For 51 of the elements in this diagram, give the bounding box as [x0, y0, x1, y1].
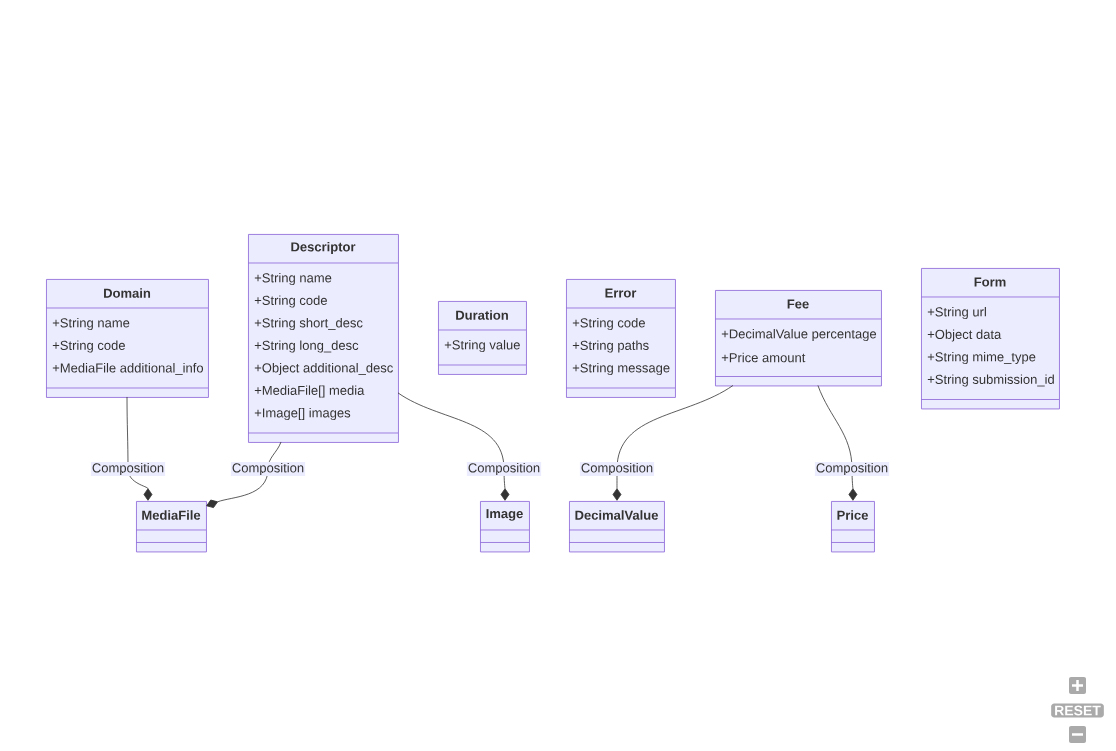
class-name: MediaFile — [142, 510, 201, 520]
edge-label: Composition — [466, 461, 542, 477]
attribute-text: +String code — [52, 340, 125, 353]
attribute-text: +Object data — [927, 329, 1002, 342]
composition-arrow — [817, 385, 858, 501]
class-name: Price — [837, 510, 868, 520]
class-name: Error — [605, 288, 637, 298]
class-name: Form — [974, 277, 1006, 287]
attribute-text: +String name — [254, 272, 332, 286]
class-box — [920, 268, 1060, 410]
attribute-text: +Image[] images — [254, 407, 351, 421]
class-box — [714, 290, 882, 387]
attribute-text: +MediaFile additional_info — [52, 363, 203, 375]
class-box — [565, 279, 676, 398]
attribute-text: +String mime_type — [927, 351, 1036, 365]
attribute-text: +String code — [572, 317, 645, 331]
class-name: Descriptor — [291, 241, 356, 255]
composition-arrow — [612, 385, 734, 501]
class-name: Duration — [456, 310, 508, 320]
attribute-text: +String paths — [572, 340, 649, 353]
edge-label: Composition — [579, 461, 655, 477]
attribute-text: +MediaFile[] media — [254, 385, 365, 398]
edge-label: Composition — [814, 461, 890, 477]
class-box — [830, 501, 875, 553]
class-name: Fee — [787, 299, 809, 309]
attribute-text: +String submission_id — [927, 374, 1054, 387]
composition-arrow — [397, 392, 510, 501]
attribute-text: +String value — [444, 339, 520, 353]
edge-label: Composition — [230, 461, 306, 477]
composition-arrow — [206, 441, 282, 508]
class-box — [437, 301, 527, 375]
attribute-text: +DecimalValue percentage — [721, 328, 877, 342]
class-box — [568, 501, 665, 553]
class-box — [247, 234, 399, 443]
reset-button: RESET — [1051, 703, 1104, 718]
class-box — [45, 279, 209, 398]
attribute-text: +Object additional_desc — [254, 362, 393, 376]
class-box — [135, 501, 207, 553]
attribute-text: +String long_desc — [254, 340, 359, 353]
attribute-text: +String message — [572, 362, 670, 376]
class-name: DecimalValue — [575, 510, 658, 520]
attribute-text: +String url — [927, 306, 986, 320]
class-name: Domain — [104, 288, 151, 298]
class-name: Image — [486, 509, 523, 521]
composition-arrow — [126, 396, 153, 501]
attribute-text: +String code — [254, 295, 327, 308]
attribute-text: +String short_desc — [254, 317, 363, 331]
class-box — [479, 501, 530, 553]
edge-label: Composition — [90, 461, 166, 477]
attribute-text: +String name — [52, 317, 130, 331]
attribute-text: +Price amount — [721, 352, 806, 363]
